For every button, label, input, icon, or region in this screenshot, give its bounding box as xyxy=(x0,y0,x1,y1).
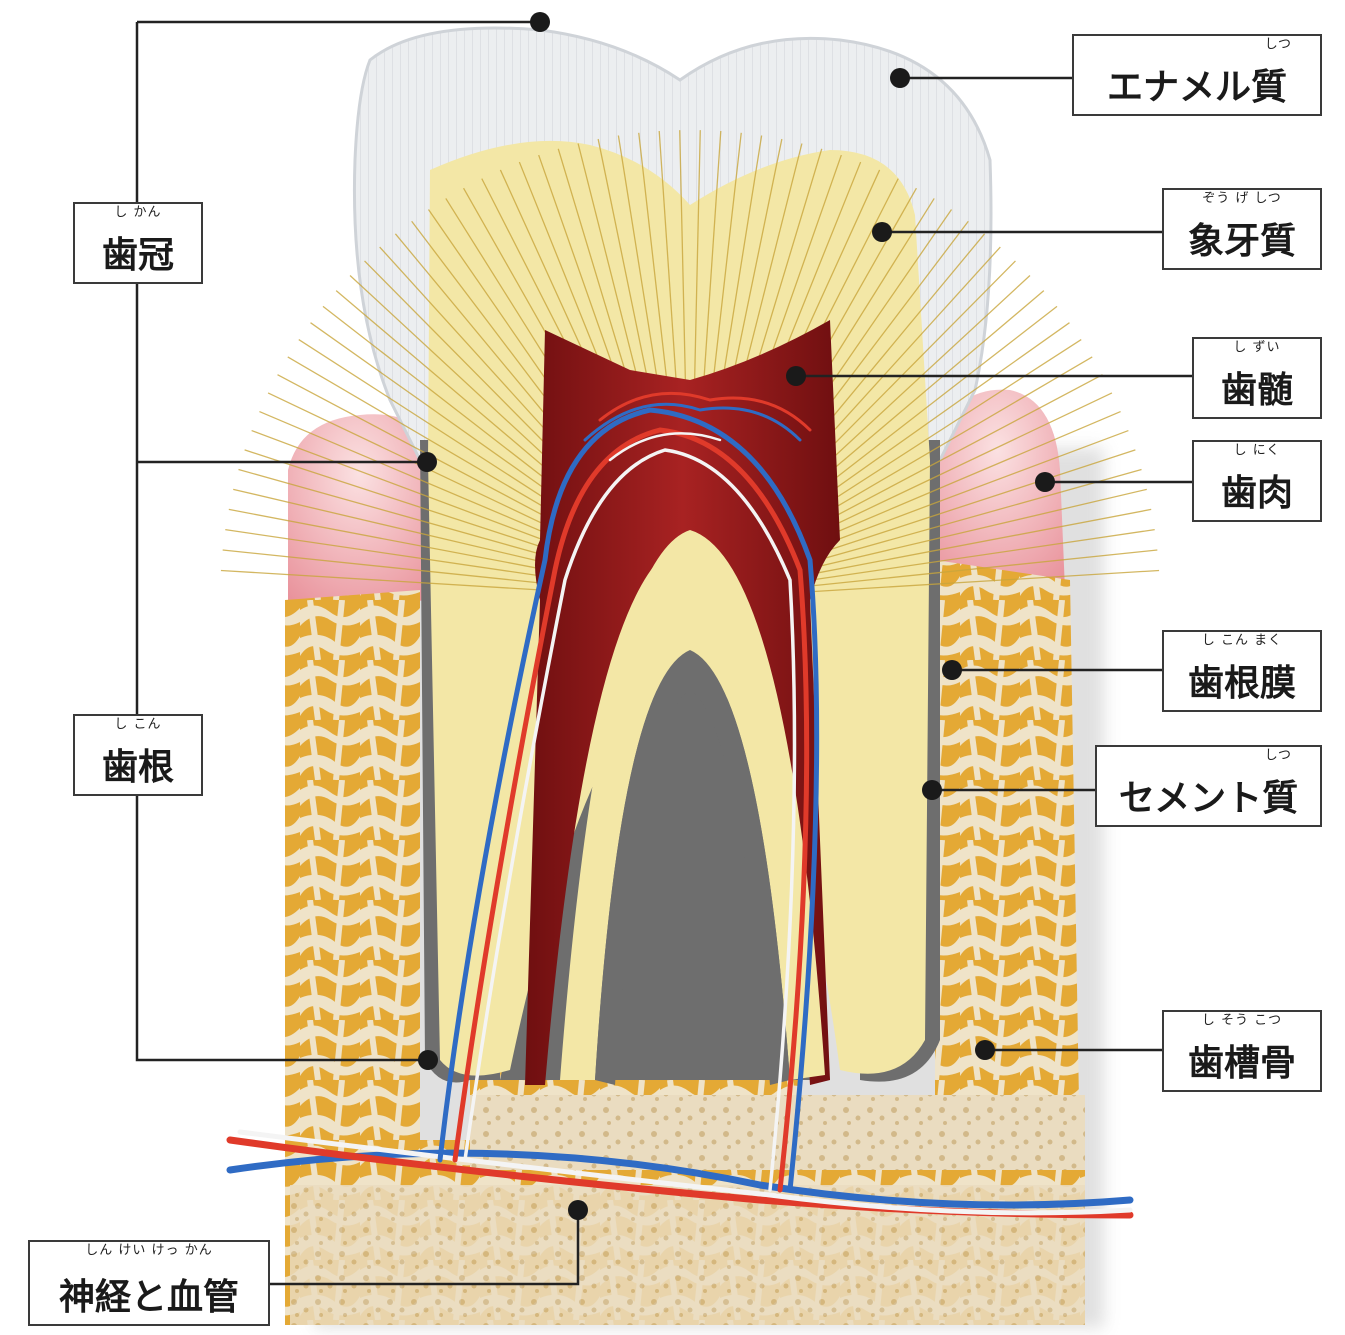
pulp-text: 歯髄 xyxy=(1194,371,1320,411)
enamel-text: エナメル質 xyxy=(1074,68,1320,108)
enamel-label: しつ エナメル質 xyxy=(1072,34,1322,116)
dentin-ruby: ぞう げ しつ xyxy=(1164,192,1320,206)
root-text: 歯根 xyxy=(75,748,201,788)
cementum-label: しつ セメント質 xyxy=(1095,745,1322,827)
cementum-ruby: しつ xyxy=(1265,749,1292,763)
alveolar-bone-text: 歯槽骨 xyxy=(1164,1044,1320,1084)
gum-label: し にく 歯肉 xyxy=(1192,440,1322,522)
alveolar-bone-label: し そう こつ 歯槽骨 xyxy=(1162,1010,1322,1092)
nerves-vessels-label: しん けい けっ かん 神経と血管 xyxy=(28,1240,270,1326)
periodontal-ligament-text: 歯根膜 xyxy=(1164,664,1320,704)
periodontal-ligament-ruby: し こん まく xyxy=(1164,634,1320,648)
alveolar-bone-ruby: し そう こつ xyxy=(1164,1014,1320,1028)
dentin-text: 象牙質 xyxy=(1164,222,1320,262)
dentin-label: ぞう げ しつ 象牙質 xyxy=(1162,188,1322,270)
crown-label: し かん 歯冠 xyxy=(73,202,203,284)
crown-ruby: し かん xyxy=(75,206,201,220)
gum-ruby: し にく xyxy=(1194,444,1320,458)
gum-text: 歯肉 xyxy=(1194,474,1320,514)
nerves-vessels-text: 神経と血管 xyxy=(30,1278,268,1318)
cementum-text: セメント質 xyxy=(1097,779,1320,819)
root-ruby: し こん xyxy=(75,718,201,732)
enamel-ruby: しつ xyxy=(1265,38,1292,52)
periodontal-ligament-label: し こん まく 歯根膜 xyxy=(1162,630,1322,712)
crown-text: 歯冠 xyxy=(75,236,201,276)
root-label: し こん 歯根 xyxy=(73,714,203,796)
pulp-ruby: し ずい xyxy=(1194,341,1320,355)
nerves-vessels-ruby: しん けい けっ かん xyxy=(30,1244,268,1258)
pulp-label: し ずい 歯髄 xyxy=(1192,337,1322,419)
